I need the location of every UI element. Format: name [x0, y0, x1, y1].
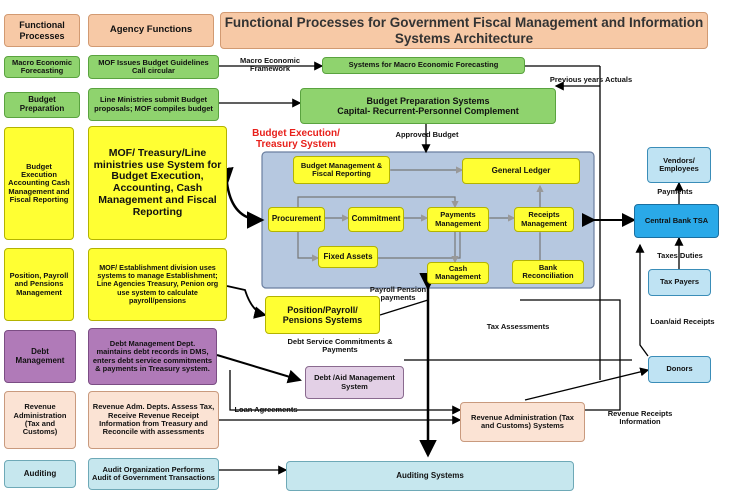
label-payroll-pension: Payroll Pension payments — [369, 285, 427, 303]
fp-position-payroll: Position, Payroll and Pensions Managemen… — [4, 248, 74, 321]
system-cash-management: Cash Management — [427, 262, 489, 284]
system-receipts-management: Receipts Management — [514, 207, 574, 232]
label-approved-budget: Approved Budget — [395, 130, 459, 139]
label-payments: Payments — [657, 187, 693, 196]
central-bank-tsa: Central Bank TSA — [634, 204, 719, 238]
label-debt-service: Debt Service Commitments & Payments — [287, 337, 393, 355]
system-procurement: Procurement — [268, 207, 325, 232]
label-macro-framework: Macro Economic Framework — [240, 56, 301, 74]
agency-position-payroll: MOF/ Establishment division uses systems… — [88, 248, 227, 321]
fp-budget-preparation: Budget Preparation — [4, 92, 80, 118]
system-budget-preparation: Budget Preparation Systems Capital- Recu… — [300, 88, 556, 124]
agency-revenue: Revenue Adm. Depts. Assess Tax, Receive … — [88, 391, 219, 449]
functional-processes-header: Functional Processes — [4, 14, 80, 47]
fp-macro-forecasting: Macro Economic Forecasting — [4, 56, 80, 78]
system-payments-management: Payments Management — [427, 207, 489, 232]
system-revenue-administration: Revenue Administration (Tax and Customs)… — [460, 402, 585, 442]
label-revenue-receipts: Revenue Receipts Information — [607, 409, 673, 427]
agency-macro: MOF Issues Budget Guidelines Call circul… — [88, 55, 219, 79]
agency-functions-header: Agency Functions — [88, 14, 214, 47]
system-auditing: Auditing Systems — [286, 461, 574, 491]
system-position-payroll-pensions: Position/Payroll/ Pensions Systems — [265, 296, 380, 334]
fp-debt-management: Debt Management — [4, 330, 76, 383]
tax-payers: Tax Payers — [648, 269, 711, 296]
system-general-ledger: General Ledger — [462, 158, 580, 184]
system-commitment: Commitment — [348, 207, 404, 232]
label-loan-agreements: Loan Agreements — [234, 405, 298, 414]
system-bank-reconciliation: Bank Reconciliation — [512, 260, 584, 284]
agency-budget-prep: Line Ministries submit Budget proposals;… — [88, 88, 219, 121]
vendors-employees: Vendors/ Employees — [647, 147, 711, 183]
system-budget-mgmt-fiscal-reporting: Budget Management & Fiscal Reporting — [293, 156, 390, 184]
system-macro-forecasting: Systems for Macro Economic Forecasting — [322, 57, 525, 74]
system-debt-aid-management: Debt /Aid Management System — [305, 366, 404, 399]
agency-budget-execution: MOF/ Treasury/Line ministries use System… — [88, 126, 227, 240]
label-previous-actuals: Previous years Actuals — [549, 75, 633, 84]
agency-debt: Debt Management Dept. maintains debt rec… — [88, 328, 217, 385]
donors: Donors — [648, 356, 711, 383]
page-title: Functional Processes for Government Fisc… — [220, 12, 708, 49]
fp-budget-execution: Budget Execution Accounting Cash Managem… — [4, 127, 74, 240]
agency-auditing: Audit Organization Performs Audit of Gov… — [88, 458, 219, 490]
label-loan-aid-receipts: Loan/aid Receipts — [650, 317, 715, 326]
system-fixed-assets: Fixed Assets — [318, 246, 378, 268]
label-tax-assessments: Tax Assessments — [486, 322, 550, 331]
fp-auditing: Auditing — [4, 460, 76, 488]
treasury-system-title: Budget Execution/ Treasury System — [252, 128, 340, 151]
label-taxes-duties: Taxes Duties — [657, 251, 703, 260]
fp-revenue-administration: Revenue Administration (Tax and Customs) — [4, 391, 76, 449]
